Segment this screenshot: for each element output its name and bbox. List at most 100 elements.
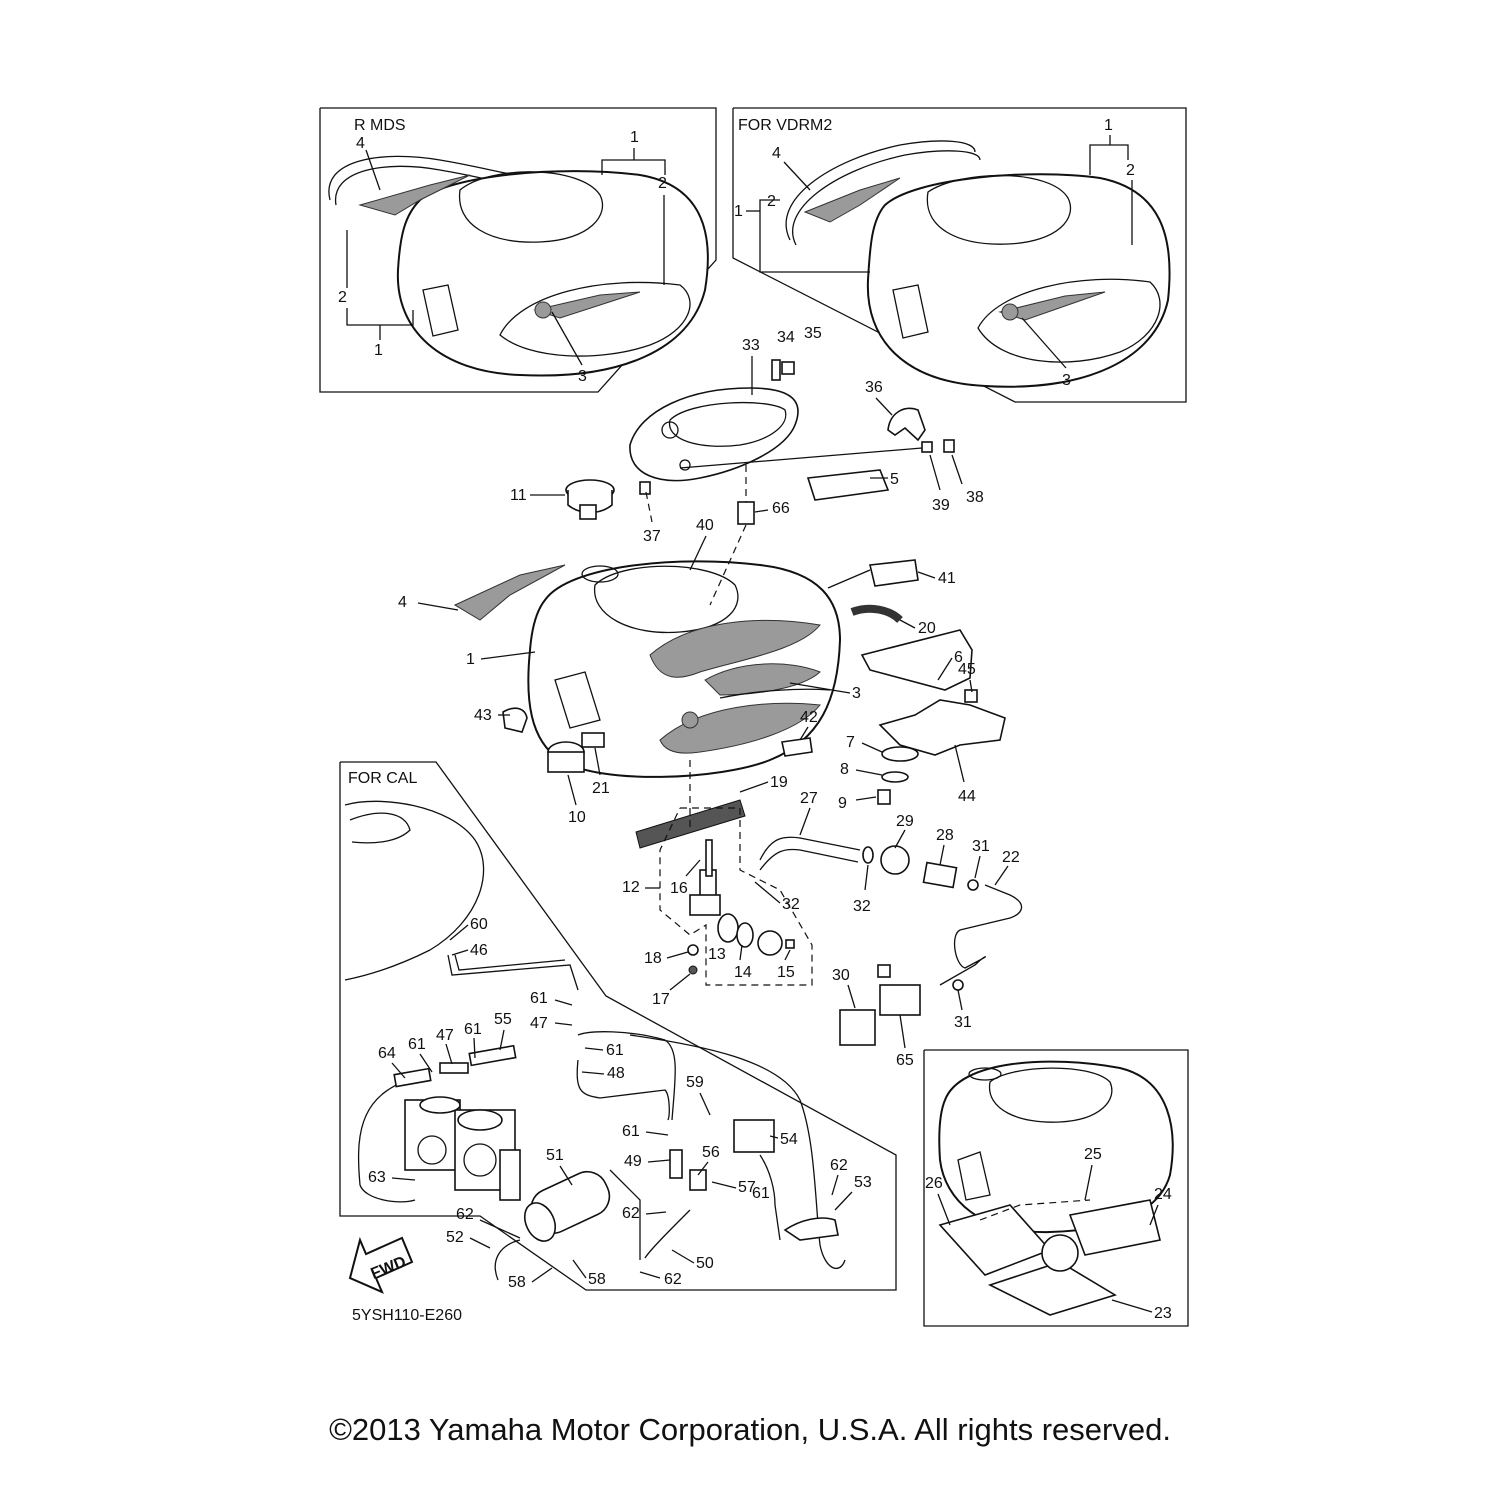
callout: 33 (742, 337, 760, 354)
callout: 47 (436, 1027, 454, 1044)
callout: 42 (800, 709, 818, 726)
damper-20 (850, 604, 903, 624)
label-5 (806, 469, 890, 501)
damper-7 (881, 746, 919, 762)
callout: 20 (918, 620, 936, 637)
washer-39 (921, 441, 933, 453)
callout: 9 (838, 795, 847, 812)
callout: 52 (446, 1229, 464, 1246)
callout: 3 (852, 685, 861, 702)
inset-cal: FOR CAL (339, 761, 897, 1291)
callout: 2 (1126, 162, 1135, 179)
callouts-cal: 60 46 61 47 61 55 61 47 64 61 48 59 61 5… (368, 916, 872, 1291)
rear-bracket (860, 629, 1006, 756)
callout: 64 (378, 1045, 396, 1062)
callout: 61 (752, 1185, 770, 1202)
callout: 62 (664, 1271, 682, 1288)
callout: 7 (846, 734, 855, 751)
callout: 5 (890, 471, 899, 488)
callout: 53 (854, 1174, 872, 1191)
callout: 28 (936, 827, 954, 844)
canister (523, 1170, 611, 1242)
callout: 56 (702, 1144, 720, 1161)
callout: 61 (464, 1021, 482, 1038)
pad-23 (987, 1261, 1117, 1316)
callout: 61 (408, 1036, 426, 1053)
inset-pads (923, 1049, 1189, 1327)
callout: 62 (456, 1206, 474, 1223)
callout: 63 (368, 1169, 386, 1186)
callout: 39 (932, 497, 950, 514)
callout: 1 (466, 651, 475, 668)
callout: 29 (896, 813, 914, 830)
bolt-38 (943, 439, 955, 453)
callout: 3 (578, 368, 587, 385)
fuel-cap (565, 479, 615, 520)
callout: 31 (972, 838, 990, 855)
callout: 2 (338, 289, 347, 306)
copyright-notice: ©2013 Yamaha Motor Corporation, U.S.A. A… (329, 1412, 1171, 1447)
callout: 6 (954, 649, 963, 666)
callout: 1 (374, 342, 383, 359)
callout: 65 (896, 1052, 914, 1069)
callout: 61 (606, 1042, 624, 1059)
callouts-main: 33 34 35 36 39 38 5 11 37 66 40 41 4 20 … (398, 325, 1020, 1069)
callout: 61 (622, 1123, 640, 1140)
callout: 57 (738, 1179, 756, 1196)
hose-43 (502, 707, 528, 733)
callout: 21 (592, 780, 610, 797)
callout: 58 (588, 1271, 606, 1288)
callout: 18 (644, 950, 662, 967)
callout: 62 (830, 1157, 848, 1174)
fuel-line (759, 836, 1023, 1046)
callout: 13 (708, 946, 726, 963)
callout: 2 (658, 175, 667, 192)
damper-34 (771, 359, 781, 381)
callout: 30 (832, 967, 850, 984)
diagram-code: 5YSH110-E260 (352, 1307, 462, 1324)
callout: 37 (643, 528, 661, 545)
callout: 3 (1062, 372, 1071, 389)
callout: 41 (938, 570, 956, 587)
callout: 49 (624, 1153, 642, 1170)
callout: 66 (772, 500, 790, 517)
callout: 1 (734, 203, 743, 220)
bracket-36 (887, 407, 926, 442)
pad-24 (1068, 1199, 1161, 1256)
callouts-mds: 1 2 4 2 1 3 (338, 129, 667, 385)
callout: 46 (470, 942, 488, 959)
callout: 58 (508, 1274, 526, 1291)
callout: 22 (1002, 849, 1020, 866)
carburetor (404, 1096, 521, 1201)
tank-console (629, 387, 799, 495)
callout: 2 (767, 193, 776, 210)
callout: 47 (530, 1015, 548, 1032)
callout: 60 (470, 916, 488, 933)
callout: 54 (780, 1131, 798, 1148)
grommet-66 (737, 501, 755, 525)
callout: 4 (356, 135, 365, 152)
screw-35 (781, 361, 795, 375)
callouts-pads: 25 26 24 23 (925, 1146, 1172, 1322)
callout: 4 (772, 145, 781, 162)
callout: 36 (865, 379, 883, 396)
collar-8 (881, 771, 909, 783)
callout: 34 (777, 329, 795, 346)
callout: 55 (494, 1011, 512, 1028)
callout: 12 (622, 879, 640, 896)
emblem-decal (358, 174, 471, 216)
callout: 38 (966, 489, 984, 506)
inset-vdrm2-title: FOR VDRM2 (738, 117, 832, 134)
fuel-tank-vdrm2 (866, 173, 1171, 388)
callout: 50 (696, 1255, 714, 1272)
callout: 23 (1154, 1305, 1172, 1322)
label-42 (781, 737, 813, 757)
callout: 48 (607, 1065, 625, 1082)
callout: 59 (686, 1074, 704, 1091)
callout: 25 (1084, 1146, 1102, 1163)
callout: 44 (958, 788, 976, 805)
callout: 14 (734, 964, 752, 981)
callout: 4 (398, 594, 407, 611)
fuel-cock (659, 807, 813, 986)
